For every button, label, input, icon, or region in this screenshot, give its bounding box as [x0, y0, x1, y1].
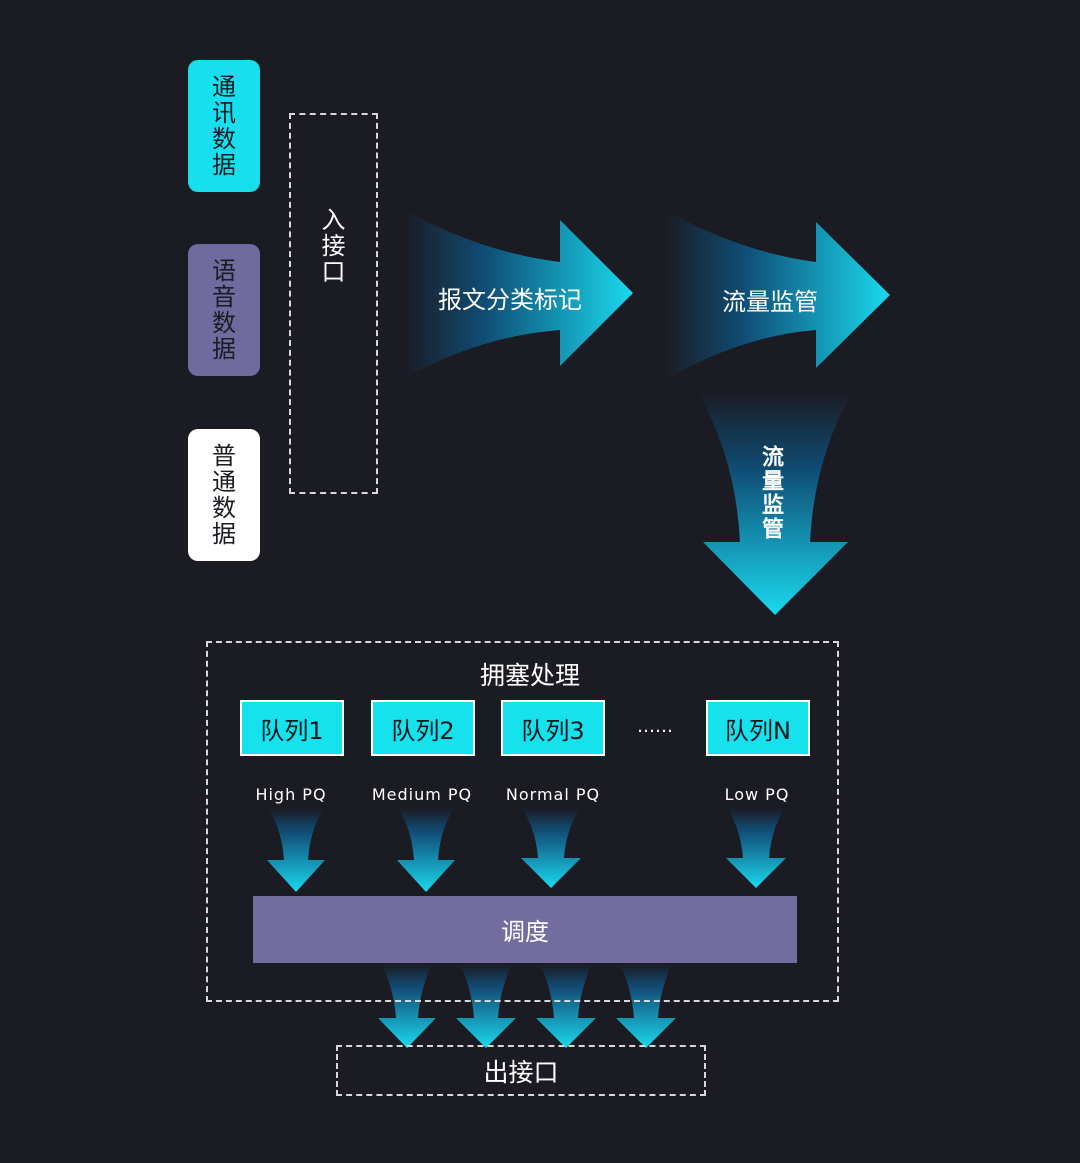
normal-pq-arrow — [521, 808, 581, 888]
voice-data-label: 语音数据 — [212, 257, 236, 363]
policing-label: 流量监管 — [722, 288, 818, 316]
congestion-box — [206, 641, 839, 1002]
classify-arrow — [405, 210, 633, 378]
comm-data-box: 通讯数据 — [188, 60, 260, 192]
egress-interface-box: 出接口 — [336, 1045, 706, 1096]
egress-interface-label: 出接口 — [483, 1057, 559, 1087]
congestion-title: 拥塞处理 — [479, 661, 580, 690]
policing-arrow — [665, 210, 890, 380]
voice-data-box: 语音数据 — [188, 244, 260, 376]
queue-n: 队列N — [706, 700, 810, 756]
policing-down-arrow — [698, 392, 852, 615]
scheduler-bar: 调度 — [253, 896, 797, 963]
classify-label: 报文分类标记 — [438, 286, 582, 314]
egress-arrow-1 — [378, 964, 436, 1048]
ingress-interface-box: 入接口 — [289, 113, 378, 494]
normal-data-label: 普通数据 — [212, 442, 236, 548]
queue-2: 队列2 — [371, 700, 475, 756]
ingress-interface-label: 入接口 — [321, 205, 346, 286]
scheduler-label: 调度 — [501, 918, 549, 946]
egress-arrow-2 — [456, 964, 516, 1048]
queue-1: 队列1 — [240, 700, 344, 756]
policing-down-label: 流量监管 — [758, 445, 783, 541]
low-pq-arrow — [726, 808, 786, 888]
queue-ellipsis: …… — [637, 716, 673, 737]
medium-pq-arrow — [397, 808, 455, 892]
comm-data-label: 通讯数据 — [212, 73, 236, 179]
normal-data-box: 普通数据 — [188, 429, 260, 561]
egress-arrow-3 — [536, 964, 596, 1048]
egress-arrow-4 — [616, 964, 676, 1048]
high-pq-arrow — [267, 808, 325, 892]
priority-low: Low PQ — [724, 785, 790, 804]
priority-medium: Medium PQ — [371, 785, 473, 804]
queue-3: 队列3 — [501, 700, 605, 756]
priority-normal: Normal PQ — [505, 785, 601, 804]
priority-high: High PQ — [255, 785, 327, 804]
